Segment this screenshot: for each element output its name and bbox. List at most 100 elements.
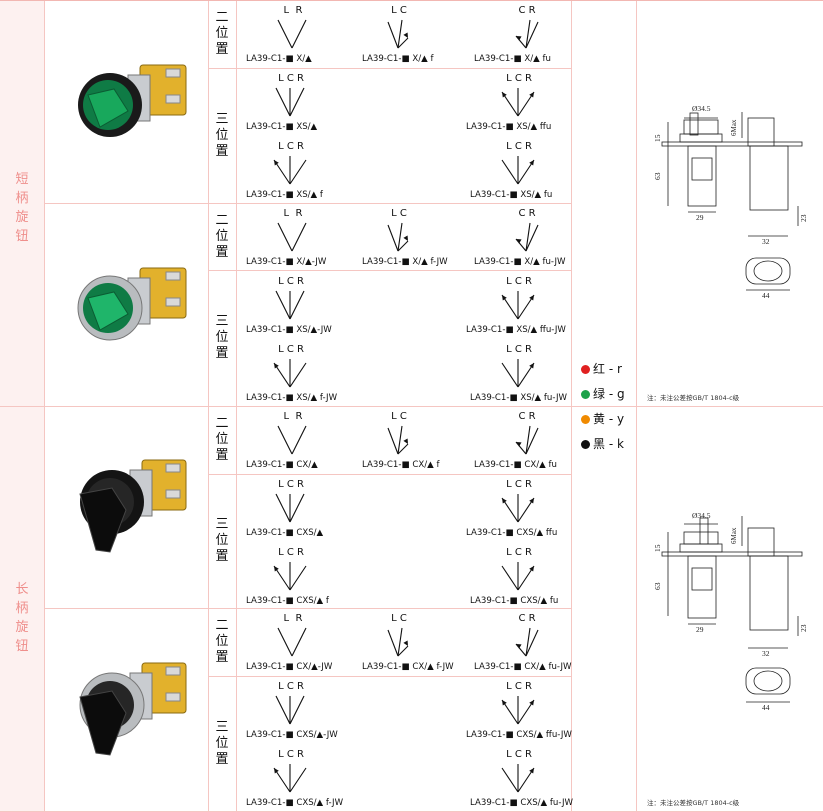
switch-diagram-lines [277,627,307,657]
arrow-head-icon [403,32,408,38]
position-letters: L C R [278,547,304,558]
dim-32: 32 [762,649,770,658]
arrow-head-icon [529,160,534,166]
model-code: LA39-C1-■ XS/▲-JW [246,325,332,335]
position-label-two: 二 位 置 [209,618,235,666]
switch-diagram-lines [387,19,409,49]
pos-char: 三 [215,517,229,532]
position-letters: L C [391,5,407,16]
grid-line [0,0,823,1]
switch-diagram-lines [277,425,307,455]
dim-diameter: Ø34.5 [692,104,711,113]
pos-char: 位 [215,26,229,41]
legend-item-yellow: 黄 - y [581,412,624,426]
contact-line [525,427,539,455]
switch-diagram-lines [501,494,535,523]
pos-char: 置 [215,346,229,361]
dim-44: 44 [762,703,770,712]
position-letters: C R [518,5,536,16]
model-code: LA39-C1-■ CX/▲ fu [474,460,557,470]
position-letters: L C R [278,681,304,692]
arrow-head-icon [529,566,534,572]
arrow-head-icon [516,36,522,41]
switch-diagram-lines [273,764,307,793]
contact-line [275,290,291,320]
contact-line [277,19,293,49]
position-letters: L C R [506,276,532,287]
model-code: LA39-C1-■ X/▲-JW [246,257,327,267]
contact-line [289,695,305,725]
position-label-two: 二 位 置 [209,416,235,464]
arrow-head-icon [529,768,534,774]
pos-char: 三 [215,720,229,735]
position-letters: L C R [506,749,532,760]
arrow-head-icon [403,235,408,241]
switch-diagram-lines [277,222,307,252]
green-dot-icon [581,390,590,399]
dim-29: 29 [696,625,704,634]
contact-line [501,767,519,793]
arrow-head-icon [529,700,534,706]
switch-body [79,662,187,756]
position-letters: L C [391,613,407,624]
contact-line [277,222,293,252]
pos-char: 三 [215,314,229,329]
tolerance-note: 注：未注公差按GB/T 1804-c级 [647,799,740,807]
pos-char: 位 [215,229,229,244]
pos-char: 位 [215,330,229,345]
legend-text: 绿 - g [593,387,625,401]
contact-line [525,627,531,657]
switch-diagram-lines [501,359,535,388]
switch-diagram-lines [273,359,307,388]
product-photo-short-green [78,64,187,137]
switch-diagram-lines [515,627,539,657]
pos-char: 位 [215,432,229,447]
arrow-head-icon [274,566,279,572]
position-letters: L R [283,411,303,422]
arrow-head-icon [403,640,408,646]
switch-diagram-lines [501,88,535,117]
switch-diagram-lines [501,562,535,591]
arrow-head-icon [502,295,507,301]
model-code: LA39-C1-■ CX/▲ f-JW [362,662,454,672]
position-label-three: 三 位 置 [209,720,235,768]
switch-body [79,459,187,553]
position-letters: L C R [278,73,304,84]
model-code: LA39-C1-■ X/▲ fu-JW [474,257,566,267]
category-char: 钮 [15,639,29,654]
contact-line [525,629,539,657]
arrow-head-icon [502,498,507,504]
contact-line [525,425,531,455]
position-letters: L C R [278,749,304,760]
model-code: LA39-C1-■ CXS/▲ ffu-JW [466,730,572,740]
arrow-head-icon [529,295,534,301]
model-code: LA39-C1-■ XS/▲ f-JW [246,393,338,403]
model-code: LA39-C1-■ CX/▲ f [362,460,440,470]
contact-line [397,645,409,657]
pos-char: 二 [215,618,229,633]
pos-char: 二 [215,213,229,228]
contact-line [501,159,519,185]
grid-line [208,68,571,69]
arrow-head-icon [516,644,522,649]
position-label-three: 三 位 置 [209,517,235,565]
contact-line [289,159,307,185]
model-code: LA39-C1-■ CXS/▲-JW [246,730,338,740]
contact-line [501,565,519,591]
switch-diagram-lines [273,156,307,185]
arrow-head-icon [516,239,522,244]
dim-44: 44 [762,291,770,298]
legend-item-red: 红 - r [581,362,622,376]
contact-line [397,425,403,455]
pos-char: 置 [215,650,229,665]
model-code: LA39-C1-■ XS/▲ ffu [466,122,552,132]
contact-line [277,425,293,455]
legend-text: 黑 - k [593,437,624,451]
red-dot-icon [581,365,590,374]
drawing-lines [661,112,803,291]
contact-line [397,19,403,49]
contact-line [289,493,305,523]
pos-char: 置 [215,752,229,767]
model-code: LA39-C1-■ XS/▲ ffu-JW [466,325,566,335]
